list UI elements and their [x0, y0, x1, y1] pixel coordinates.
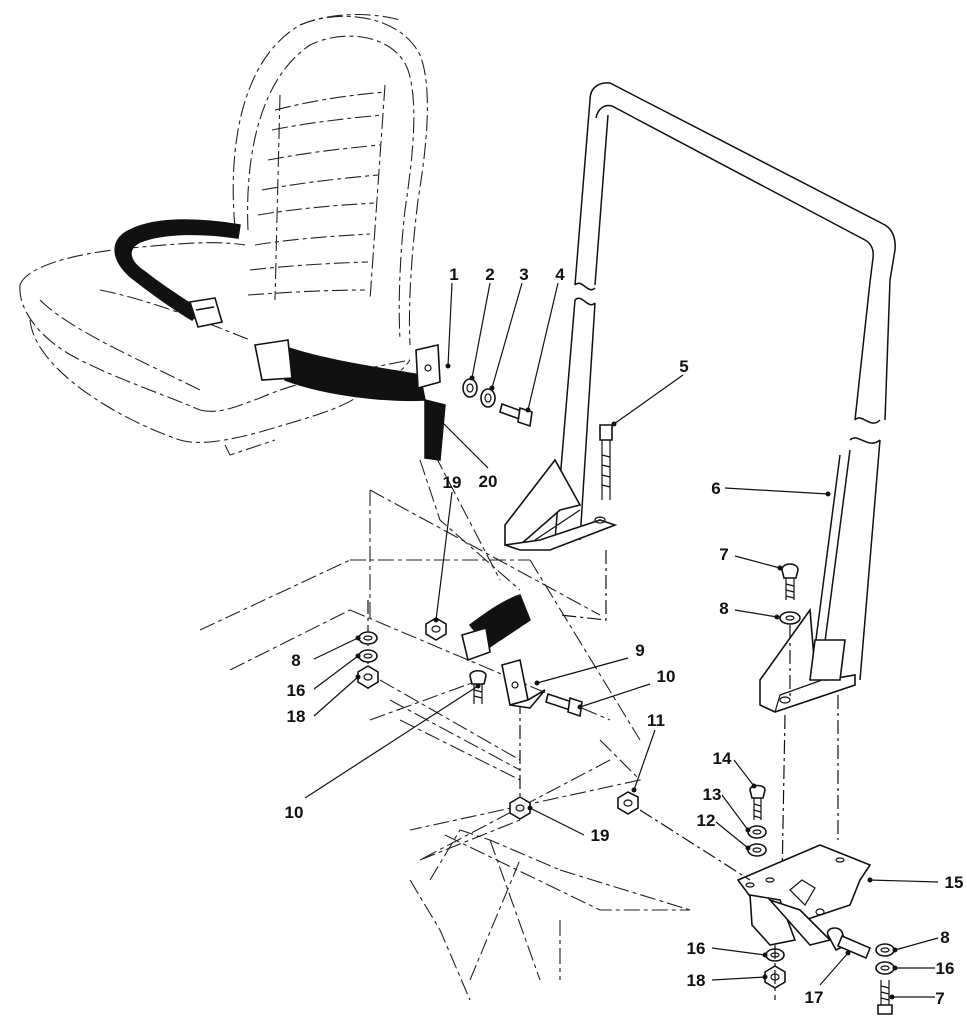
left-hardware-stack: [357, 600, 379, 690]
callout-12: 12: [697, 811, 716, 830]
leader-dots: [355, 363, 898, 1000]
callout-9: 9: [635, 641, 644, 660]
callout-20: 20: [479, 472, 498, 491]
washer-8-upper: [779, 611, 801, 625]
nut-11: [617, 791, 751, 881]
bolt-4: [499, 402, 533, 428]
seat-phantom-outline: [19, 13, 428, 456]
callout-8-left: 8: [291, 651, 300, 670]
mount-plate-15: [736, 844, 872, 946]
lock-washer-3: [480, 388, 496, 408]
roll-bar-frame: [554, 82, 896, 681]
bolt-14: [749, 784, 766, 820]
callout-7-upper: 7: [719, 545, 728, 564]
right-frame-foot-bracket: [759, 607, 856, 713]
platform-phantom-outline: [199, 454, 691, 1001]
callout-8-right: 8: [940, 928, 949, 947]
callout-16-lower: 16: [687, 939, 706, 958]
left-frame-foot-bracket: [504, 458, 618, 551]
washer-12: [747, 843, 767, 857]
lock-washer-13: [747, 825, 767, 839]
callout-6: 6: [711, 479, 720, 498]
callout-15: 15: [945, 873, 964, 892]
lower-washers: [764, 945, 786, 1000]
callout-3: 3: [519, 265, 528, 284]
right-hardware-stack: [875, 943, 895, 1015]
callout-19-lower: 19: [591, 826, 610, 845]
bolt-10-right: [545, 692, 583, 718]
callout-18-lower: 18: [687, 971, 706, 990]
callout-10-left: 10: [285, 803, 304, 822]
seat-belt-strap: [114, 219, 531, 662]
bolt-10-left: [469, 669, 487, 704]
callout-1: 1: [449, 265, 458, 284]
callout-11: 11: [647, 711, 665, 730]
callout-labels: 1 2 3 4 5 6 7 8 9 10 11 14 13 12 15 8 16…: [285, 265, 964, 1008]
callout-7-right: 7: [935, 989, 944, 1008]
angle-bracket-9: [501, 658, 546, 709]
callout-8-upper: 8: [719, 599, 728, 618]
callout-14: 14: [713, 749, 732, 768]
callout-2: 2: [485, 265, 494, 284]
bolt-17: [826, 927, 872, 960]
callout-4: 4: [555, 265, 565, 284]
bolt-7-upper: [781, 563, 799, 600]
upper-right-centerlines: [781, 625, 839, 881]
callout-16-right: 16: [936, 959, 955, 978]
nut-19-lower: [509, 700, 531, 820]
callout-18-left: 18: [287, 707, 306, 726]
nut-19-upper: [425, 617, 447, 641]
callout-19-upper: 19: [443, 473, 462, 492]
callout-5: 5: [679, 357, 688, 376]
callout-10-right: 10: [657, 667, 676, 686]
callout-13: 13: [703, 785, 722, 804]
belt-bracket: [415, 344, 441, 390]
callout-16-left: 16: [287, 681, 306, 700]
callout-17: 17: [805, 988, 824, 1007]
washer-2: [462, 378, 478, 398]
bolt-5: [559, 424, 613, 621]
leader-lines: [304, 282, 939, 998]
